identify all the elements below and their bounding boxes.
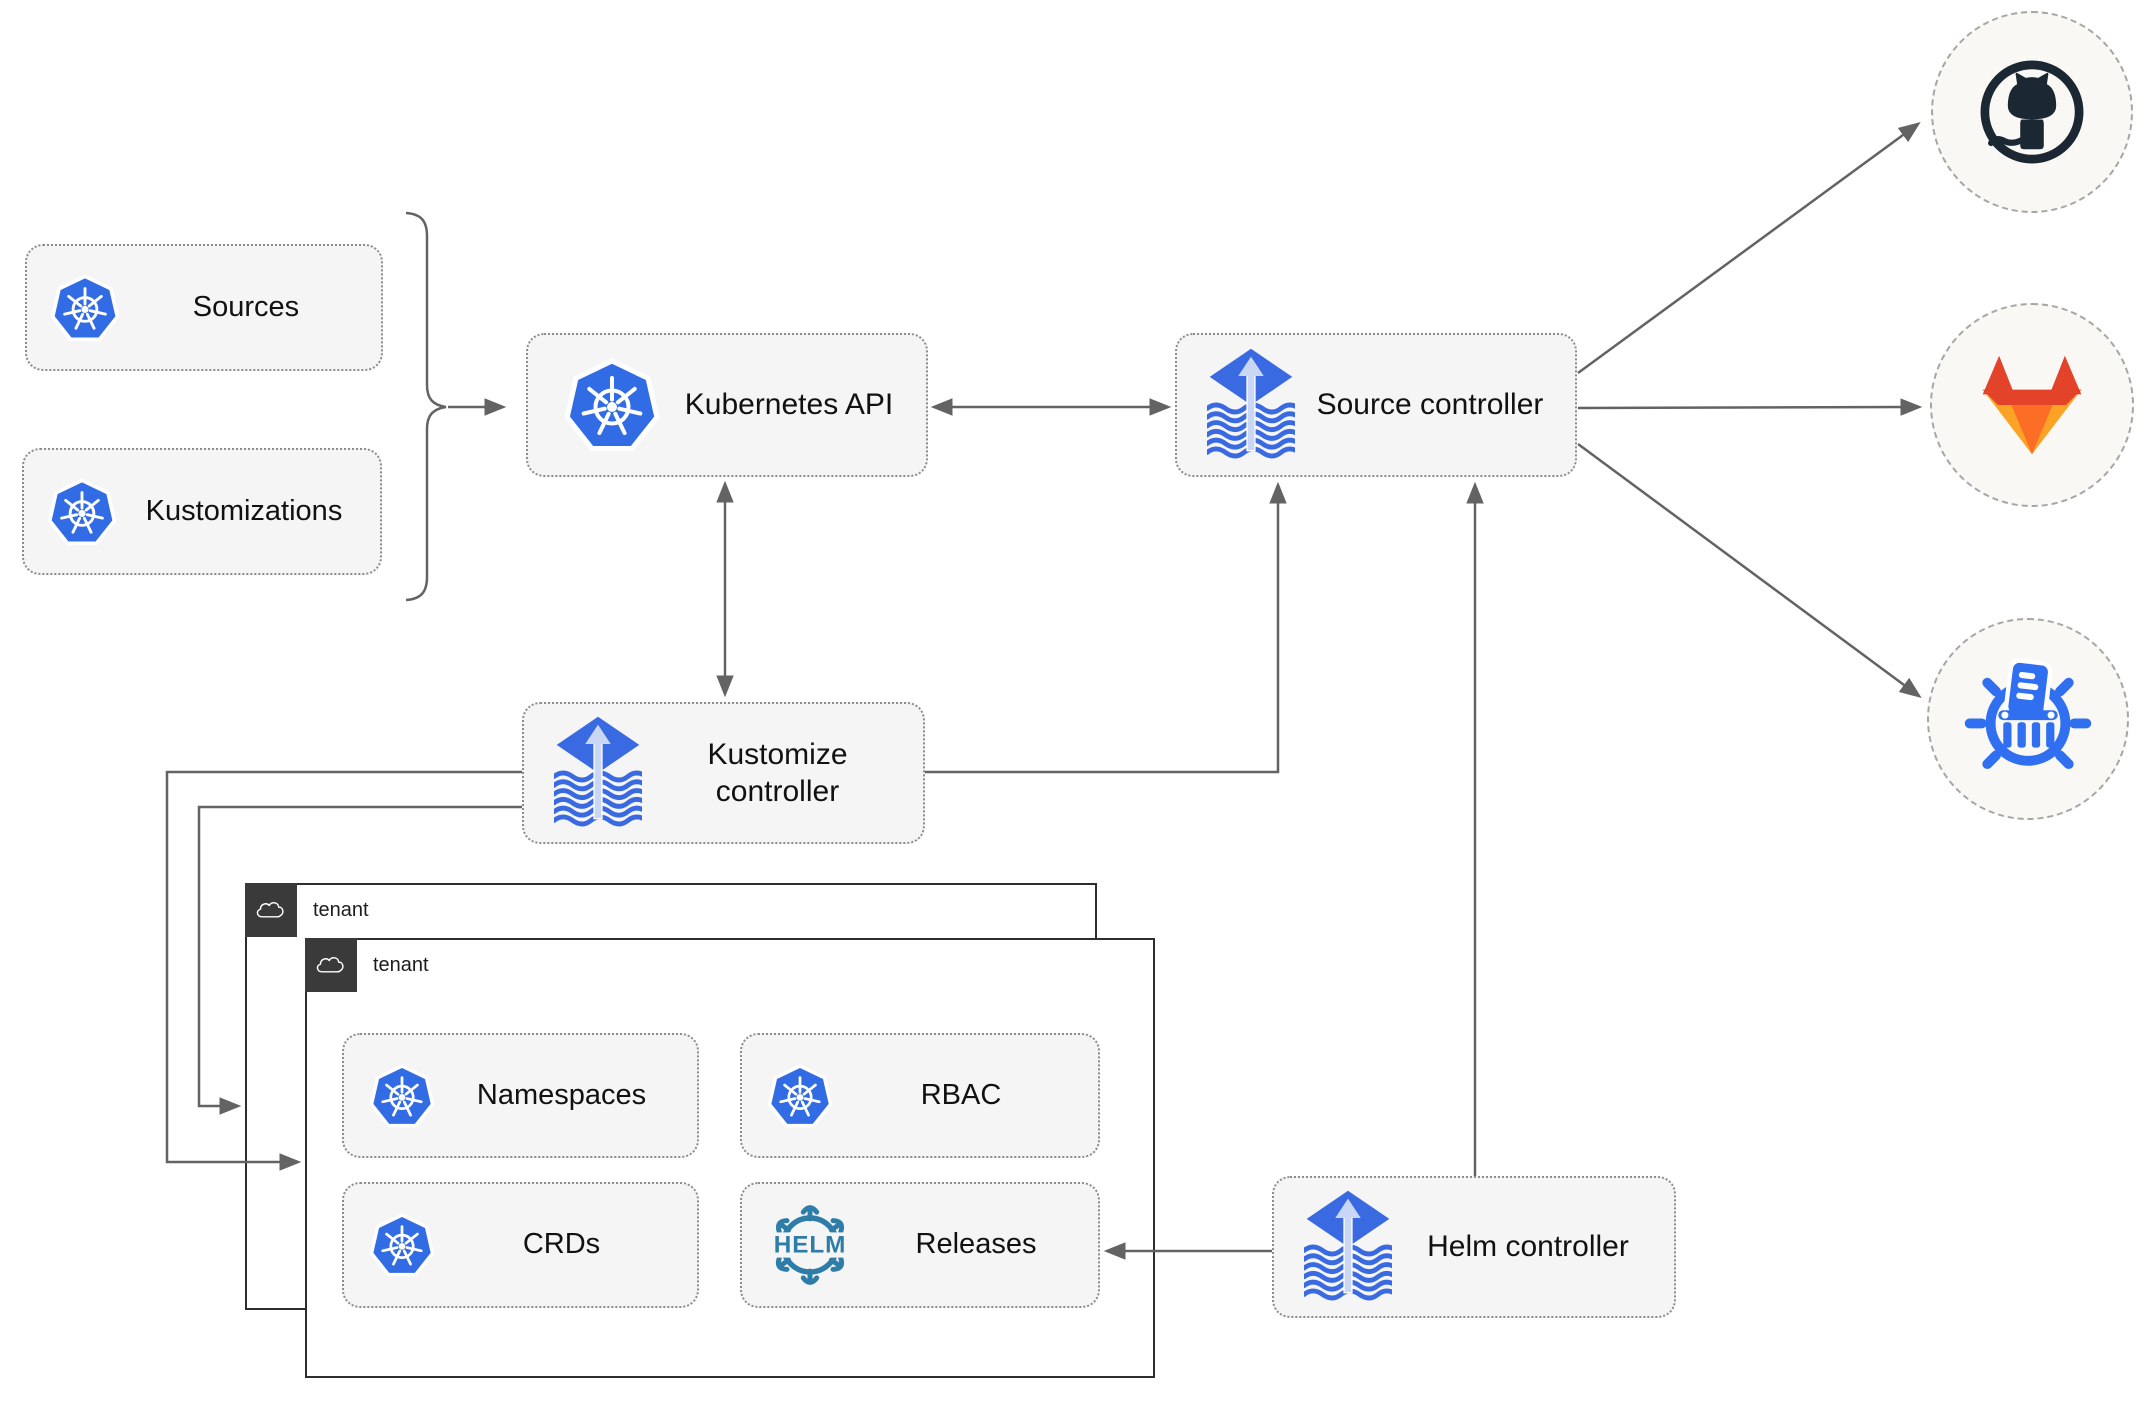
kubernetes-icon bbox=[368, 1211, 436, 1279]
node-label: Namespaces bbox=[476, 1078, 647, 1111]
github-icon bbox=[1970, 50, 2094, 174]
cloud-icon bbox=[254, 898, 288, 922]
node-label: Source controller bbox=[1316, 388, 1544, 422]
endpoint-gitlab bbox=[1930, 303, 2134, 507]
node-label: Kubernetes API bbox=[684, 388, 894, 422]
node-label: Helm controller bbox=[1427, 1230, 1629, 1264]
helm-wordmark: HELM bbox=[774, 1232, 846, 1259]
node-label: Kustomize controller bbox=[707, 737, 848, 808]
node-rbac: RBAC bbox=[740, 1033, 1100, 1158]
node-kustomize-controller: Kustomize controller bbox=[522, 702, 925, 844]
node-kubernetes-api: Kubernetes API bbox=[526, 333, 928, 477]
kubernetes-icon bbox=[766, 1062, 834, 1130]
grouping-bracket bbox=[405, 211, 447, 602]
tenant-tab bbox=[305, 938, 357, 992]
tenant-group-inner: tenant bbox=[305, 938, 1155, 1378]
node-releases: HELM Releases bbox=[740, 1182, 1100, 1308]
flux-icon bbox=[554, 715, 642, 831]
node-sources: Sources bbox=[25, 244, 383, 371]
node-label: CRDs bbox=[522, 1228, 601, 1261]
chartmuseum-icon bbox=[1962, 653, 2094, 785]
edge-source-to-gitlab bbox=[1577, 398, 1923, 416]
helm-icon: HELM bbox=[756, 1204, 864, 1286]
node-source-controller: Source controller bbox=[1175, 333, 1577, 477]
edge-source-to-github bbox=[1577, 122, 1921, 375]
cloud-icon bbox=[314, 953, 348, 977]
node-helm-controller: Helm controller bbox=[1272, 1176, 1676, 1318]
gitlab-icon bbox=[1973, 351, 2091, 459]
endpoint-chartmuseum bbox=[1927, 618, 2129, 820]
edge-source-to-chartmuseum bbox=[1577, 442, 1922, 698]
flux-icon bbox=[1304, 1189, 1392, 1305]
kubernetes-icon bbox=[562, 355, 662, 455]
node-namespaces: Namespaces bbox=[342, 1033, 699, 1158]
tenant-tab bbox=[245, 883, 297, 937]
edge-kustomize-to-source-controller bbox=[925, 481, 1287, 774]
kubernetes-icon bbox=[49, 272, 121, 344]
tenant-label: tenant bbox=[373, 953, 429, 976]
node-label: Kustomizations bbox=[145, 494, 343, 527]
node-crds: CRDs bbox=[342, 1182, 699, 1308]
kubernetes-icon bbox=[46, 476, 118, 548]
node-label: Releases bbox=[915, 1228, 1037, 1261]
node-label: Sources bbox=[192, 290, 300, 323]
kubernetes-icon bbox=[368, 1062, 436, 1130]
flux-icon bbox=[1207, 347, 1295, 463]
node-label: RBAC bbox=[920, 1078, 1002, 1111]
endpoint-github bbox=[1931, 11, 2133, 213]
tenant-label: tenant bbox=[313, 898, 369, 921]
node-kustomizations: Kustomizations bbox=[22, 448, 382, 575]
